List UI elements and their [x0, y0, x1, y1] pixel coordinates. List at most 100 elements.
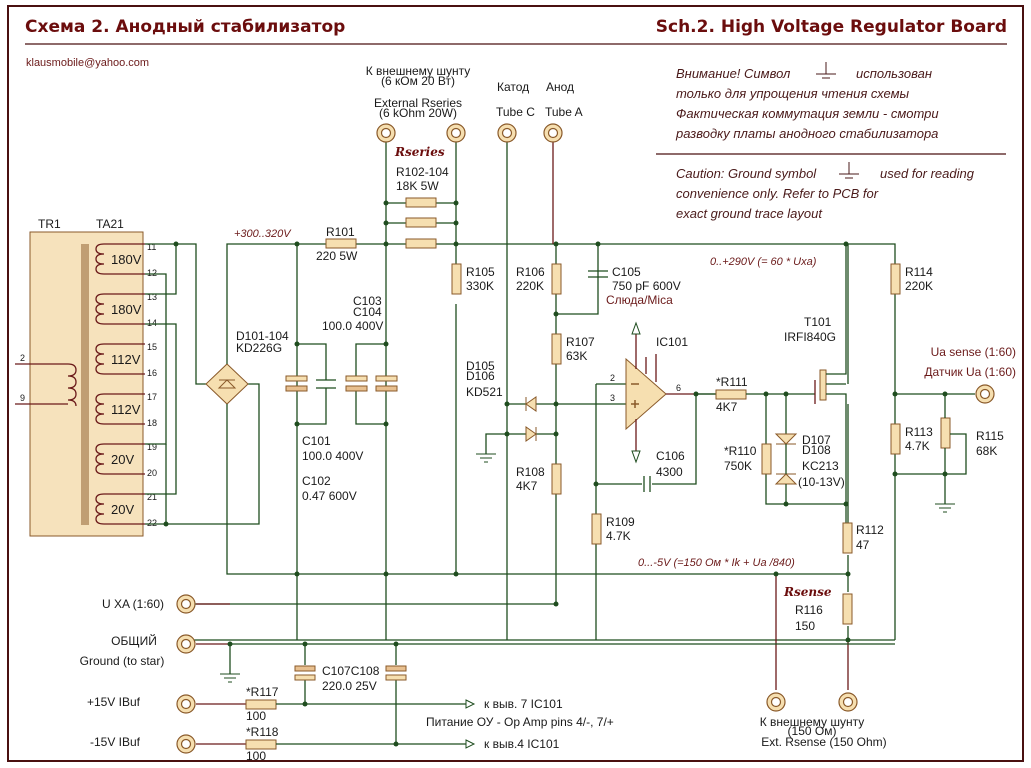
rseries-jack-1[interactable] [376, 123, 396, 143]
output-stage [696, 241, 853, 643]
winding-voltage: 20V [111, 502, 134, 517]
r117-value: 100 [246, 709, 266, 723]
c107-value: 220.0 25V [322, 679, 377, 693]
anode-jack[interactable] [543, 123, 563, 143]
r109-value: 4.7K [606, 529, 631, 543]
n15-label: -15V IBuf [90, 735, 141, 749]
ground-label-en: Ground (to star) [80, 654, 165, 668]
ic101-pin2: 2 [610, 373, 615, 383]
c101-value: 100.0 400V [302, 449, 363, 463]
cathode-label-ru: Катод [497, 80, 529, 94]
r101-ref: R101 [326, 225, 355, 239]
rsense-jack-label-ru: К внешнему шунту [760, 715, 865, 729]
ua-sense-label-ru: Датчик Ua (1:60) [924, 365, 1016, 379]
d106-ref: D106 [466, 369, 495, 383]
r105-value: 330K [466, 279, 494, 293]
rseries-jack-2[interactable] [446, 123, 466, 143]
p15-jack[interactable] [176, 694, 196, 714]
ua-sense-jack[interactable] [975, 384, 995, 404]
rsense-jack-1[interactable] [766, 692, 786, 712]
r113-ref: R113 [905, 425, 933, 439]
d108-ref: D108 [802, 443, 831, 457]
r109-ref: R109 [606, 515, 635, 529]
r102-ref: R102-104 [396, 165, 449, 179]
r110-ref: *R110 [724, 444, 757, 458]
r111-value: 4K7 [716, 400, 738, 414]
n15-jack[interactable] [176, 734, 196, 754]
rsense-jack-2[interactable] [838, 692, 858, 712]
r115-ref: R115 [976, 429, 1004, 443]
t101-ref: T101 [804, 315, 832, 329]
rseries-jack-label-en-2: (6 kOhm 20W) [379, 106, 457, 120]
d101-ref: D101-104 [236, 329, 289, 343]
opamp-ic101 [556, 321, 716, 492]
c106-ref: C106 [656, 449, 685, 463]
d105-ref: D105 [466, 359, 495, 373]
c102-ref: C102 [302, 474, 331, 488]
c105-ref: C105 [612, 265, 641, 279]
note-en-line1b: used for reading [880, 166, 975, 181]
r113-value: 4.7K [905, 439, 930, 453]
winding-pin: 12 [147, 268, 157, 278]
note-ru-line1a: Внимание! Символ [676, 66, 791, 81]
d107-ref: D107 [802, 433, 831, 447]
diodes-d105-d106 [476, 396, 559, 463]
transformer-tr1: TR1 TA21 2 9 [15, 217, 144, 537]
r108-value: 4K7 [516, 479, 538, 493]
winding-pin: 22 [147, 518, 157, 528]
author-email[interactable]: klausmobile@yahoo.com [26, 57, 149, 69]
uxa-label: U XA (1:60) [102, 597, 164, 611]
r114-ref: R114 [905, 265, 933, 279]
note-en-line1a: Caution: Ground symbol [676, 166, 817, 181]
cathode-jack[interactable] [497, 123, 517, 143]
ic101-pin6: 6 [676, 383, 681, 393]
winding: 20V 21 22 [95, 492, 157, 528]
opamp-supply-label: Питание ОУ - Op Amp pins 4/-, 7/+ [426, 715, 614, 729]
r117-ref: *R117 [246, 685, 279, 699]
title-en: Sch.2. High Voltage Regulator Board [656, 17, 1007, 37]
winding-pin: 21 [147, 492, 157, 502]
r101-value: 220 5W [316, 249, 358, 263]
c103-ref: C103 [353, 294, 382, 308]
winding-pin: 14 [147, 318, 157, 328]
ground-label-ru: ОБЩИЙ [111, 633, 157, 648]
r106-ref: R106 [516, 265, 545, 279]
title-ru: Схема 2. Анодный стабилизатор [25, 17, 345, 37]
r101 [325, 238, 357, 249]
winding-voltage: 112V [111, 352, 141, 367]
c104-ref: C104 [353, 305, 382, 319]
ground-icon [839, 162, 859, 179]
note-ru-line1b: использован [856, 66, 932, 81]
d105-value: KD521 [466, 385, 503, 399]
r118-ref: *R118 [246, 725, 279, 739]
to-pin4-label: к выв.4 IC101 [484, 737, 560, 751]
c105 [588, 270, 608, 278]
uxa-jack[interactable] [176, 594, 196, 614]
winding-pin: 11 [147, 242, 156, 252]
t101-value: IRFI840G [784, 330, 836, 344]
r118-value: 100 [246, 749, 266, 763]
rseries-jack-label-ru: К внешнему шунту [366, 64, 471, 78]
r112-value: 47 [856, 538, 870, 552]
transformer-ref: TR1 [38, 217, 61, 231]
d101-value: KD226G [236, 341, 282, 355]
r116-value: 150 [795, 619, 815, 633]
winding-pin: 13 [147, 292, 157, 302]
winding-voltage: 112V [111, 402, 141, 417]
note-ru-line3: Фактическая коммутация земли - смотри [676, 106, 939, 121]
note-ru-line2: только для упрощения чтения схемы [676, 86, 909, 101]
p15-label: +15V IBuf [87, 695, 141, 709]
rsense-jack-label-en: Ext. Rsense (150 Ohm) [761, 735, 886, 749]
r106-value: 220K [516, 279, 544, 293]
c102-value: 0.47 600V [302, 489, 357, 503]
winding-pin: 19 [147, 442, 157, 452]
ic101-ref: IC101 [656, 335, 688, 349]
ground-jack[interactable] [176, 634, 196, 654]
ua-sense-label-en: Ua sense (1:60) [931, 345, 1016, 359]
winding-pin: 18 [147, 418, 157, 428]
anode-label-ru: Анод [546, 80, 574, 94]
